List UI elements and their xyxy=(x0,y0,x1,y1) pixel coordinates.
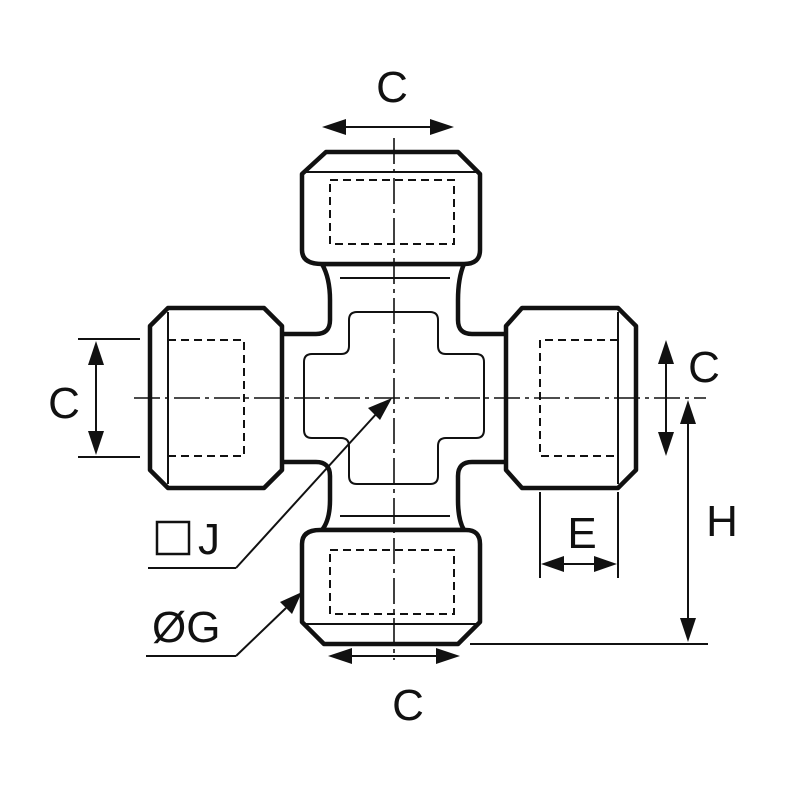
dim-c-left-arrow-down xyxy=(88,431,104,455)
dim-j-label: J xyxy=(198,515,220,564)
dim-e-label: E xyxy=(567,509,596,558)
dim-c-bottom-arrow-right xyxy=(436,648,460,664)
left-nut-hidden-thread xyxy=(168,339,245,457)
j-leader-diagonal xyxy=(235,411,379,569)
dim-c-left-arrow-up xyxy=(88,341,104,365)
g-leader-diagonal xyxy=(235,607,287,657)
dim-g-label: ØG xyxy=(152,603,220,652)
square-symbol-icon xyxy=(155,520,191,556)
right-nut xyxy=(503,305,639,491)
dim-c-bottom-label: C xyxy=(392,681,424,730)
dim-c-top-arrow-left xyxy=(322,119,346,135)
dim-h-arrow-down xyxy=(680,618,696,642)
dim-c-right-label: C xyxy=(688,343,720,392)
bottom-nut xyxy=(299,527,483,647)
j-leader-arrow xyxy=(368,398,392,420)
dim-c-right-arrow-up xyxy=(658,340,674,364)
dim-h-label: H xyxy=(706,497,738,546)
dim-c-top-label: C xyxy=(376,63,408,112)
dim-c-right-arrow-down xyxy=(658,432,674,456)
dim-c-bottom-arrow-left xyxy=(328,648,352,664)
top-nut-hidden-thread xyxy=(329,179,455,245)
bottom-nut-hidden-thread xyxy=(329,549,455,615)
dim-h-arrow-up xyxy=(680,400,696,424)
top-nut xyxy=(299,149,483,267)
dim-e-arrow-left xyxy=(541,556,564,572)
dim-c-top-arrow-right xyxy=(430,119,454,135)
dim-c-left-label: C xyxy=(48,379,80,428)
inner-cross-bore xyxy=(303,311,485,485)
g-leader-arrow xyxy=(280,592,302,614)
dim-e-arrow-right xyxy=(594,556,617,572)
